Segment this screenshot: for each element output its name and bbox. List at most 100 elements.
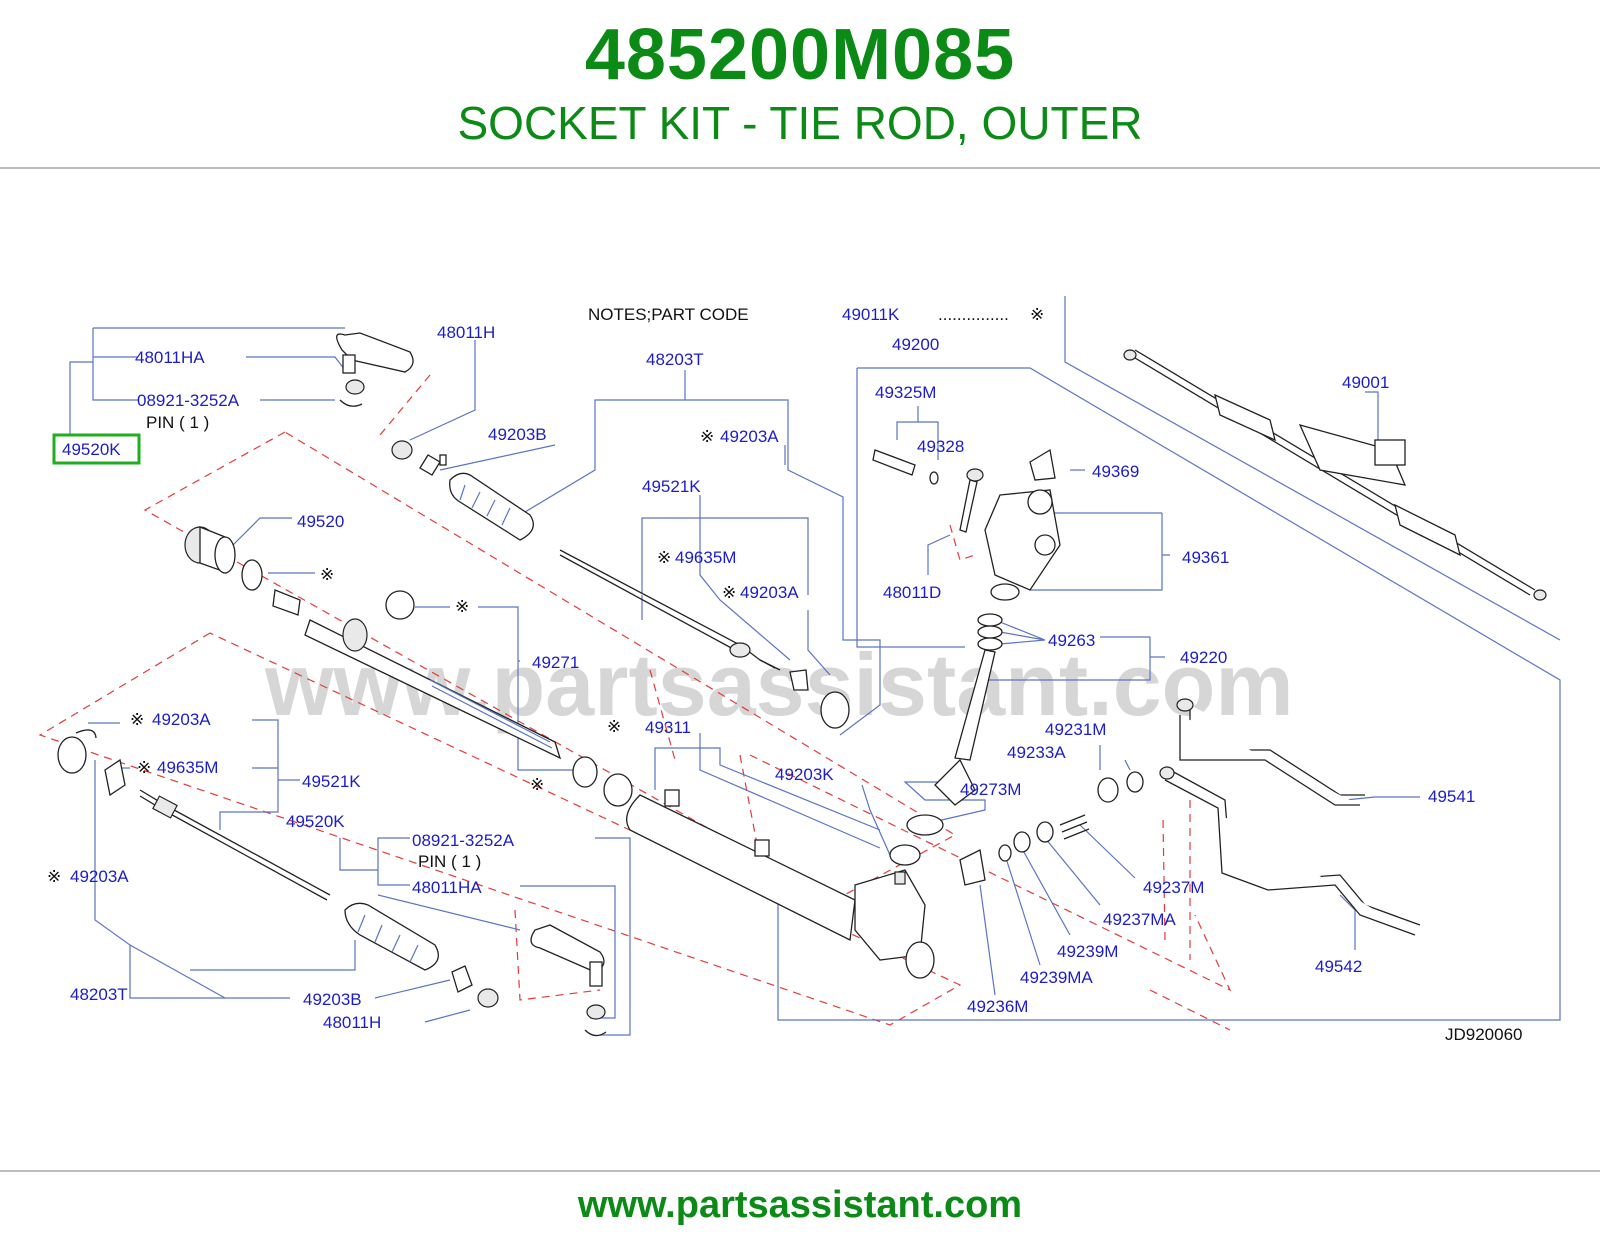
boot-49203B-top — [449, 472, 534, 541]
valve-housing-49361 — [984, 489, 1061, 601]
mark-49635M-top: ※ — [657, 548, 671, 567]
leader-49203A-bl — [94, 760, 290, 999]
label-49203A-bl[interactable]: 49203A — [70, 867, 129, 886]
label-49203A-top[interactable]: 49203A — [720, 427, 779, 446]
bracket-49001 — [1064, 296, 1561, 641]
leader-49001 — [1365, 391, 1379, 440]
label-49325M[interactable]: 49325M — [875, 383, 936, 402]
pipe-49541 — [1176, 698, 1365, 806]
label-49521K-top[interactable]: 49521K — [642, 477, 701, 496]
label-49263[interactable]: 49263 — [1048, 631, 1095, 650]
leader-48011HA-top — [246, 356, 346, 371]
dashed-outline-valve — [949, 524, 976, 561]
leader-49239M — [1019, 844, 1071, 936]
label-48203T-bl[interactable]: 48203T — [70, 985, 128, 1004]
clamp-49203A-left — [57, 729, 126, 797]
leader-49239MA — [1004, 854, 1041, 966]
leader-49520K-mid — [339, 837, 521, 931]
header-divider — [0, 167, 1600, 169]
label-49203A-left[interactable]: 49203A — [152, 710, 211, 729]
label-pin-top: PIN ( 1 ) — [146, 413, 209, 432]
pinion-shaft-49220 — [906, 613, 1003, 836]
tie-rod-end-lower — [530, 924, 607, 1037]
footer-divider — [0, 1170, 1600, 1172]
leader-49203K — [861, 784, 891, 856]
label-49203A-mid[interactable]: 49203A — [740, 583, 799, 602]
leader-08921-mid — [595, 837, 631, 1036]
label-49328[interactable]: 49328 — [917, 437, 964, 456]
rack-bar-49271 — [272, 589, 633, 807]
leader-49325M — [896, 406, 939, 460]
leader-49541 — [1344, 796, 1420, 801]
seals-group — [959, 771, 1144, 886]
label-48011HA-mid[interactable]: 48011HA — [412, 878, 482, 897]
label-48011D[interactable]: 48011D — [883, 583, 941, 602]
leader-49263 — [999, 621, 1046, 645]
pipe-49542 — [1159, 766, 1421, 936]
leader-49237M — [1079, 824, 1136, 879]
label-49311[interactable]: 49311 — [645, 718, 691, 737]
tie-rod-end-top — [336, 332, 414, 407]
mark-49203A-top: ※ — [700, 427, 714, 446]
notes-label: NOTES;PART CODE — [588, 305, 749, 324]
label-49520K-mid[interactable]: 49520K — [286, 812, 345, 831]
part-name-subtitle: SOCKET KIT - TIE ROD, OUTER — [457, 97, 1143, 149]
label-49237M[interactable]: 49237M — [1143, 878, 1204, 897]
leader-49220 — [985, 636, 1165, 681]
leader-48011H-top — [409, 340, 476, 441]
bolt-48011D — [959, 468, 984, 533]
label-49237MA[interactable]: 49237MA — [1103, 910, 1176, 929]
leader-48011H-bl — [424, 1009, 471, 1023]
mark-49203A-bl: ※ — [47, 867, 61, 886]
label-49521K-left[interactable]: 49521K — [302, 772, 361, 791]
mark-49203A-mid: ※ — [722, 583, 736, 602]
label-49361[interactable]: 49361 — [1182, 548, 1229, 567]
label-49231M[interactable]: 49231M — [1045, 720, 1106, 739]
label-49236M[interactable]: 49236M — [967, 997, 1028, 1016]
leader-49520 — [227, 517, 292, 551]
label-49520[interactable]: 49520 — [297, 512, 344, 531]
leader-49203B-bl — [374, 979, 451, 999]
label-48203T-top[interactable]: 48203T — [646, 350, 704, 369]
label-48011H-bl[interactable]: 48011H — [323, 1013, 381, 1032]
bolt-49325M — [872, 449, 939, 485]
label-49001[interactable]: 49001 — [1342, 373, 1389, 392]
leader-49231M — [1099, 745, 1131, 771]
label-49635M-top[interactable]: 49635M — [675, 548, 736, 567]
notes-mark: ※ — [1030, 305, 1044, 324]
label-49239M[interactable]: 49239M — [1057, 942, 1118, 961]
drawing-code: JD920060 — [1445, 1025, 1523, 1044]
label-08921-top[interactable]: 08921-3252A — [137, 391, 240, 410]
leader-49520K-top — [69, 327, 345, 435]
footer-website-link[interactable]: www.partsassistant.com — [577, 1184, 1023, 1226]
label-49271[interactable]: 49271 — [532, 653, 579, 672]
label-49369[interactable]: 49369 — [1092, 462, 1139, 481]
leader-49521K-left — [219, 719, 300, 830]
label-49541[interactable]: 49541 — [1428, 787, 1475, 806]
label-49203B-bl[interactable]: 49203B — [303, 990, 362, 1009]
inner-tie-rod-top — [559, 549, 850, 729]
label-08921-mid[interactable]: 08921-3252A — [412, 831, 515, 850]
label-49220[interactable]: 49220 — [1180, 648, 1227, 667]
label-49542[interactable]: 49542 — [1315, 957, 1362, 976]
leader-49203A-mid — [807, 610, 831, 676]
label-49200[interactable]: 49200 — [892, 335, 939, 354]
leader-49203B-top — [439, 444, 556, 471]
dashed-outline-top-tierod — [379, 374, 431, 436]
label-49635M-left[interactable]: 49635M — [157, 758, 218, 777]
boot-49203B-lower — [344, 902, 439, 971]
leader-48011HA-mid — [520, 885, 616, 1019]
label-49239MA[interactable]: 49239MA — [1020, 968, 1093, 987]
label-48011H-top[interactable]: 48011H — [437, 323, 495, 342]
inner-tie-rod-lower — [139, 789, 331, 901]
label-49203K[interactable]: 49203K — [775, 765, 834, 784]
label-49273M[interactable]: 49273M — [960, 780, 1021, 799]
highlight-box-49520K — [52, 433, 141, 465]
label-49233A[interactable]: 49233A — [1007, 743, 1066, 762]
leader-48011D — [927, 534, 951, 575]
leader-49311 — [654, 733, 881, 849]
label-48011HA-top[interactable]: 48011HA — [135, 348, 205, 367]
label-49203B-top[interactable]: 49203B — [488, 425, 547, 444]
rack-assembly-49001 — [1123, 349, 1547, 601]
label-49520K-highlighted[interactable]: 49520K — [62, 440, 121, 459]
